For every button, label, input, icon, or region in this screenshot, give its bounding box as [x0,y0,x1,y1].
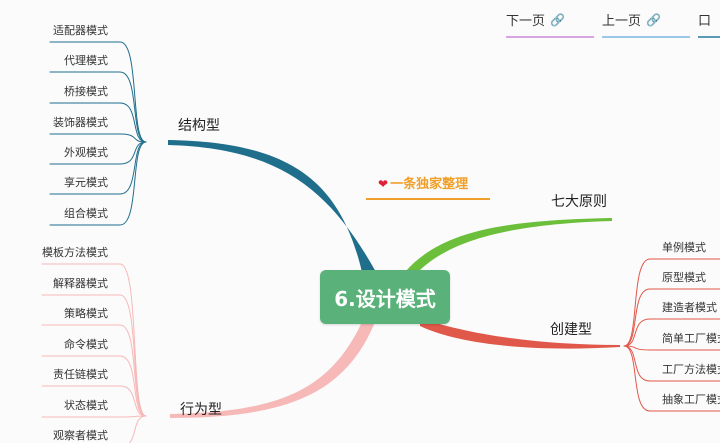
exclusive-tag: ❤一条独家整理 [378,173,468,192]
branch-behavioral[interactable]: 行为型 [180,402,222,418]
center-node[interactable]: 6.设计模式 [320,270,450,324]
leaf-creational-2[interactable]: 建造者模式 [662,301,717,314]
link-creational-3 [623,345,720,351]
link-creational-4 [623,345,720,382]
leaf-behavioral-3[interactable]: 命令模式 [64,338,108,351]
exclusive-underline [366,198,490,200]
leaf-structural-0[interactable]: 适配器模式 [53,24,108,37]
heart-icon: ❤ [378,177,389,191]
leaf-behavioral-5[interactable]: 状态模式 [64,399,108,412]
leaf-creational-3[interactable]: 简单工厂模式 [662,332,720,345]
leaf-behavioral-0[interactable]: 模板方法模式 [42,246,108,259]
branch-creational[interactable]: 创建型 [550,322,592,338]
prev-page-label: 上一页 [602,14,642,29]
branch-principles[interactable]: 七大原则 [551,194,607,210]
trunk-structural [168,140,376,272]
link-icon: 🔗 [646,12,661,27]
leaf-behavioral-4[interactable]: 责任链模式 [53,368,108,381]
leaf-structural-3[interactable]: 装饰器模式 [53,116,108,129]
branch-structural[interactable]: 结构型 [178,118,220,134]
leaf-creational-5[interactable]: 抽象工厂模式 [662,393,720,406]
leaf-creational-4[interactable]: 工厂方法模式 [662,363,720,376]
link-creational-2 [623,318,720,347]
link-behavioral-5 [41,415,147,418]
partial-nav-label: 口 [698,14,712,29]
leaf-behavioral-1[interactable]: 解释器模式 [53,277,108,290]
leaf-behavioral-2[interactable]: 策略模式 [64,307,108,320]
link-behavioral-3 [41,355,147,417]
link-behavioral-1 [41,294,147,417]
link-structural-2 [49,102,147,143]
prev-page-link[interactable]: 上一页 🔗 [602,10,690,38]
link-creational-0 [623,258,720,347]
trunk-behavioral [170,322,375,418]
link-icon: 🔗 [550,12,565,27]
next-page-link[interactable]: 下一页 🔗 [506,10,594,38]
center-title: 6.设计模式 [334,286,436,311]
next-page-label: 下一页 [506,14,546,29]
leaf-structural-1[interactable]: 代理模式 [64,54,108,67]
link-creational-5 [623,345,720,412]
link-structural-0 [49,41,147,143]
link-behavioral-6 [128,415,147,443]
leaf-structural-6[interactable]: 组合模式 [64,207,108,220]
leaf-creational-1[interactable]: 原型模式 [662,271,706,284]
leaf-structural-4[interactable]: 外观模式 [64,146,108,159]
link-structural-5 [49,141,147,195]
link-structural-1 [49,71,147,143]
link-creational-1 [623,288,720,347]
link-behavioral-0 [41,263,147,417]
leaf-structural-5[interactable]: 享元模式 [64,176,108,189]
link-behavioral-2 [41,324,147,417]
link-structural-4 [49,141,147,165]
exclusive-label: 一条独家整理 [390,177,469,192]
trunk-creational [420,318,620,349]
partial-nav-link[interactable]: 口 [698,10,720,38]
leaf-structural-2[interactable]: 桥接模式 [64,85,108,98]
leaf-behavioral-6[interactable]: 观察者模式 [53,429,108,442]
leaf-creational-0[interactable]: 单例模式 [662,241,706,254]
trunk-principles [405,218,612,272]
link-structural-3 [49,133,147,143]
link-structural-6 [49,141,147,226]
link-behavioral-4 [41,385,147,417]
